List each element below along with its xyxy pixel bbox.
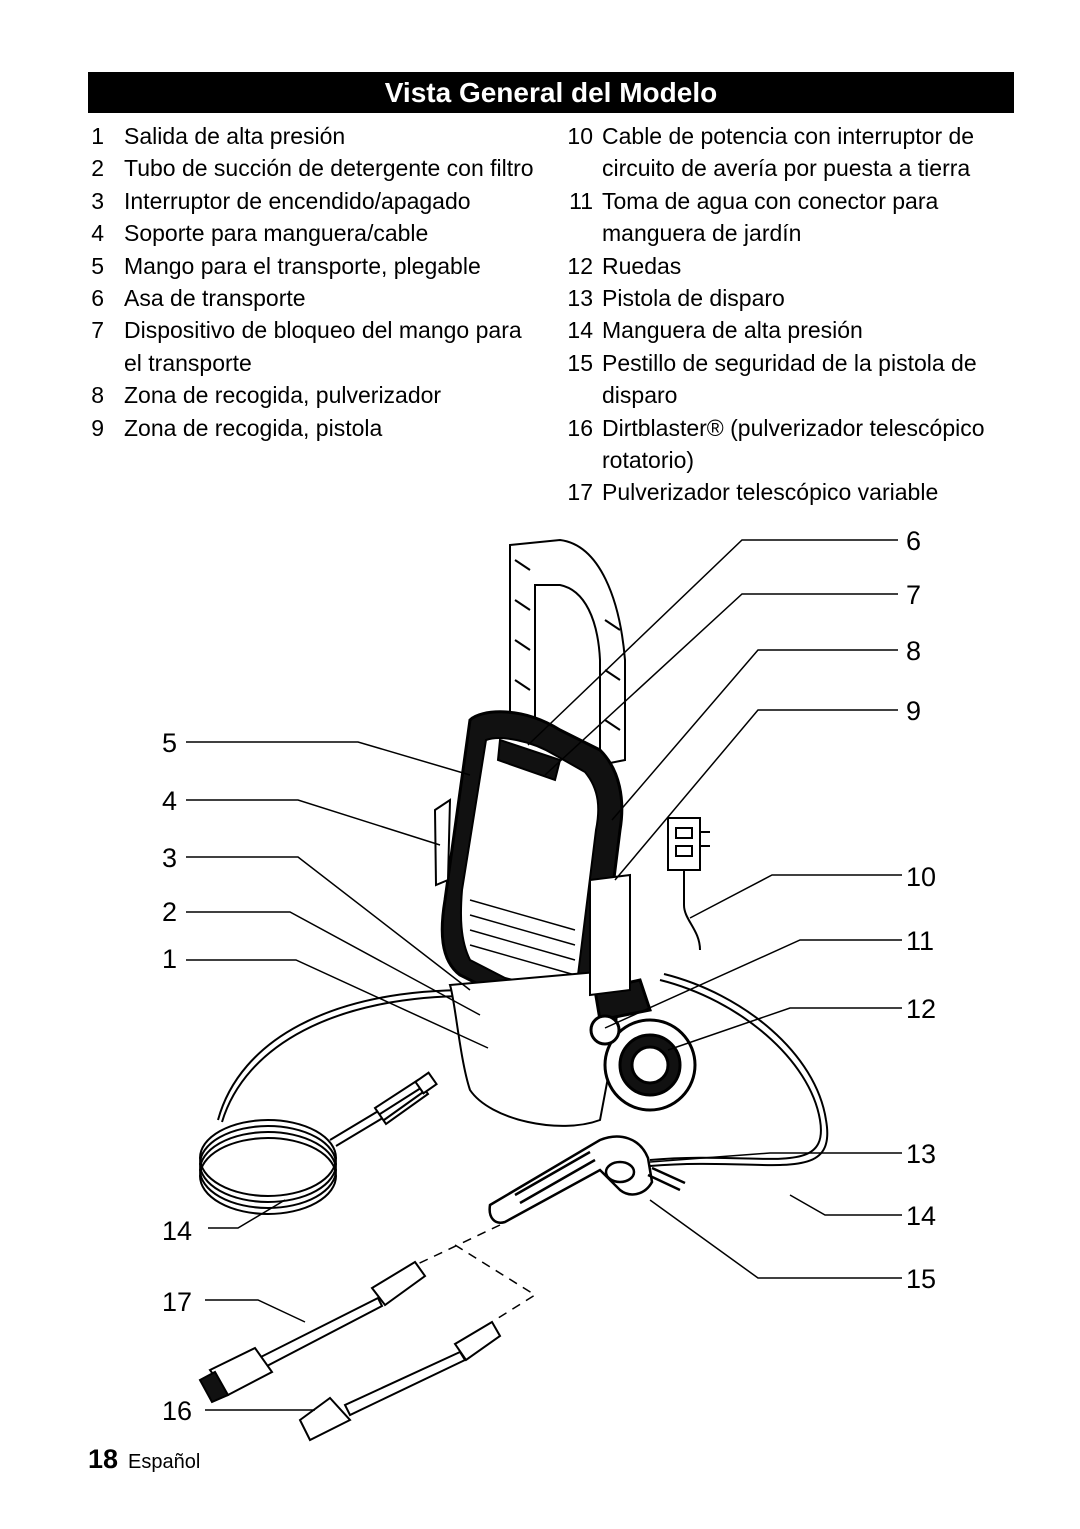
callout-12: 12 bbox=[906, 994, 936, 1024]
legend-item: 13 Pistola de disparo bbox=[566, 282, 1026, 314]
machine-body-drawing bbox=[433, 710, 652, 1127]
legend-item: 11 Toma de agua con conector para manguer… bbox=[566, 185, 1026, 250]
legend-number: 4 bbox=[91, 220, 104, 247]
dashed-guide-lines bbox=[404, 1224, 537, 1321]
callout-4: 4 bbox=[162, 786, 177, 816]
legend-left: 1 Salida de alta presión 2 Tubo de succión… bbox=[88, 120, 538, 444]
page-number: 18 bbox=[88, 1444, 119, 1474]
legend-item: 7 Dispositivo de bloqueo del mango para e… bbox=[88, 314, 538, 379]
callout-13: 13 bbox=[906, 1139, 936, 1169]
page-title: Vista General del Modelo bbox=[384, 76, 718, 108]
legend-item: 9 Zona de recogida, pistola bbox=[88, 412, 538, 444]
callout-11: 11 bbox=[906, 926, 934, 956]
legend-number: 8 bbox=[91, 382, 104, 409]
legend-text: Pestillo de seguridad de la pistola de d… bbox=[602, 349, 977, 409]
callout-15: 15 bbox=[906, 1264, 936, 1294]
page-title-bar: Vista General del Modelo bbox=[88, 72, 1014, 113]
legend-text: Interruptor de encendido/apagado bbox=[124, 187, 471, 214]
legend-number: 1 bbox=[91, 123, 104, 149]
legend-number: 6 bbox=[91, 285, 104, 312]
legend-text: Cable de potencia con interruptor de cir… bbox=[602, 123, 975, 182]
callout-2: 2 bbox=[162, 897, 177, 927]
legend-text: Zona de recogida, pulverizador bbox=[124, 382, 442, 409]
hose-coil-drawing bbox=[199, 989, 471, 1215]
legend-number: 11 bbox=[569, 187, 593, 214]
legend-number: 7 bbox=[91, 317, 104, 344]
trigger-gun-drawing bbox=[488, 1135, 686, 1224]
legend-number: 15 bbox=[567, 349, 593, 376]
legend-number: 3 bbox=[91, 187, 104, 214]
legend-item: 10 Cable de potencia con interruptor de c… bbox=[566, 120, 1026, 185]
legend-item: 17 Pulverizador telescópico variable bbox=[566, 476, 1026, 508]
legend-item: 14 Manguera de alta presión bbox=[566, 314, 1026, 346]
callout-17: 17 bbox=[162, 1287, 192, 1317]
hose-loop-drawing bbox=[649, 973, 829, 1167]
callout-5: 5 bbox=[162, 728, 177, 758]
legend-item: 15 Pestillo de seguridad de la pistola de… bbox=[566, 347, 1026, 412]
callout-16: 16 bbox=[162, 1396, 192, 1426]
legend-item: 4 Soporte para manguera/cable bbox=[88, 217, 538, 249]
legend-item: 8 Zona de recogida, pulverizador bbox=[88, 379, 538, 411]
legend-text: Salida de alta presión bbox=[124, 123, 346, 149]
callout-10: 10 bbox=[906, 862, 936, 892]
callout-14-left: 14 bbox=[162, 1216, 192, 1246]
legend-item: 16 Dirtblaster® (pulverizador telescópico… bbox=[566, 412, 1026, 477]
legend-text: Tubo de succión de detergente con filtro bbox=[124, 155, 534, 182]
legend-text: Manguera de alta presión bbox=[602, 317, 863, 344]
legend-text: Dirtblaster® (pulverizador telescópico r… bbox=[602, 414, 985, 474]
legend-number: 9 bbox=[91, 414, 104, 441]
legend-text: Ruedas bbox=[602, 252, 682, 279]
legend-text: Soporte para manguera/cable bbox=[124, 220, 429, 247]
legend-text: Pistola de disparo bbox=[602, 285, 785, 312]
callout-14-right: 14 bbox=[906, 1201, 936, 1231]
callout-7: 7 bbox=[906, 580, 921, 610]
power-plug-drawing bbox=[667, 817, 710, 951]
callout-leader-lines bbox=[186, 539, 902, 1411]
legend-item: 3 Interruptor de encendido/apagado bbox=[88, 185, 538, 217]
legend-number: 5 bbox=[91, 252, 104, 279]
callout-6: 6 bbox=[906, 526, 921, 556]
page-footer: 18 Español bbox=[88, 1444, 200, 1475]
dirtblaster-lance-drawing bbox=[298, 1320, 502, 1442]
callout-3: 3 bbox=[162, 843, 177, 873]
legend-number: 13 bbox=[567, 285, 593, 312]
legend-text: Mango para el transporte, plegable bbox=[124, 252, 481, 279]
variable-lance-drawing bbox=[198, 1260, 427, 1404]
legend-item: 6 Asa de transporte bbox=[88, 282, 538, 314]
legend-number: 10 bbox=[567, 123, 593, 149]
legend-text: Asa de transporte bbox=[124, 285, 306, 312]
legend-item: 5 Mango para el transporte, plegable bbox=[88, 250, 538, 282]
legend-text: Zona de recogida, pistola bbox=[124, 414, 383, 441]
legend-number: 2 bbox=[91, 155, 104, 182]
footer-language: Español bbox=[128, 1451, 201, 1473]
legend-number: 12 bbox=[567, 252, 593, 279]
callout-9: 9 bbox=[906, 696, 921, 726]
legend-number: 16 bbox=[567, 414, 593, 441]
legend-item: 1 Salida de alta presión bbox=[88, 120, 538, 152]
legend-text: Toma de agua con conector para manguera … bbox=[602, 187, 939, 247]
callout-1: 1 bbox=[162, 944, 177, 974]
transport-handle-drawing bbox=[509, 538, 626, 767]
callout-8: 8 bbox=[906, 636, 921, 666]
wheel-drawing bbox=[589, 1014, 697, 1112]
legend-number: 14 bbox=[567, 317, 593, 344]
legend-item: 2 Tubo de succión de detergente con filtr… bbox=[88, 152, 538, 184]
legend-right: 10 Cable de potencia con interruptor de c… bbox=[566, 120, 1026, 509]
legend-text: Dispositivo de bloqueo del mango para el… bbox=[124, 317, 522, 376]
legend-number: 17 bbox=[567, 479, 593, 506]
legend-item: 12 Ruedas bbox=[566, 250, 1026, 282]
hose-connector-drawing bbox=[373, 1071, 438, 1126]
legend-text: Pulverizador telescópico variable bbox=[602, 479, 939, 506]
